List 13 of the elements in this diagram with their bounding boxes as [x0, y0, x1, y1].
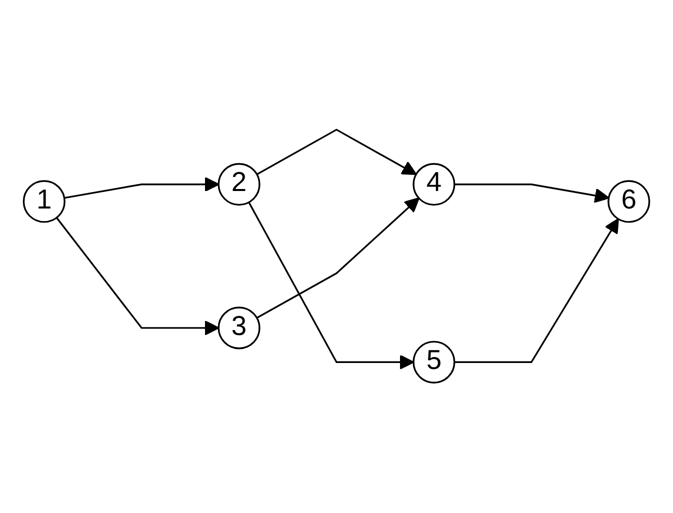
arrow	[454, 184, 610, 204]
arrow	[248, 202, 414, 370]
node-circle: 5	[412, 341, 456, 384]
node-circle: 4	[412, 163, 456, 206]
node-circle: 1	[22, 180, 66, 224]
arrow	[64, 177, 220, 200]
node-circle: 2	[218, 163, 260, 206]
arrow	[56, 217, 220, 336]
node-circle: 6	[608, 180, 650, 224]
arrow	[256, 129, 417, 176]
node-circle: 3	[218, 306, 260, 350]
arrow	[454, 218, 619, 364]
arrow	[256, 198, 420, 319]
